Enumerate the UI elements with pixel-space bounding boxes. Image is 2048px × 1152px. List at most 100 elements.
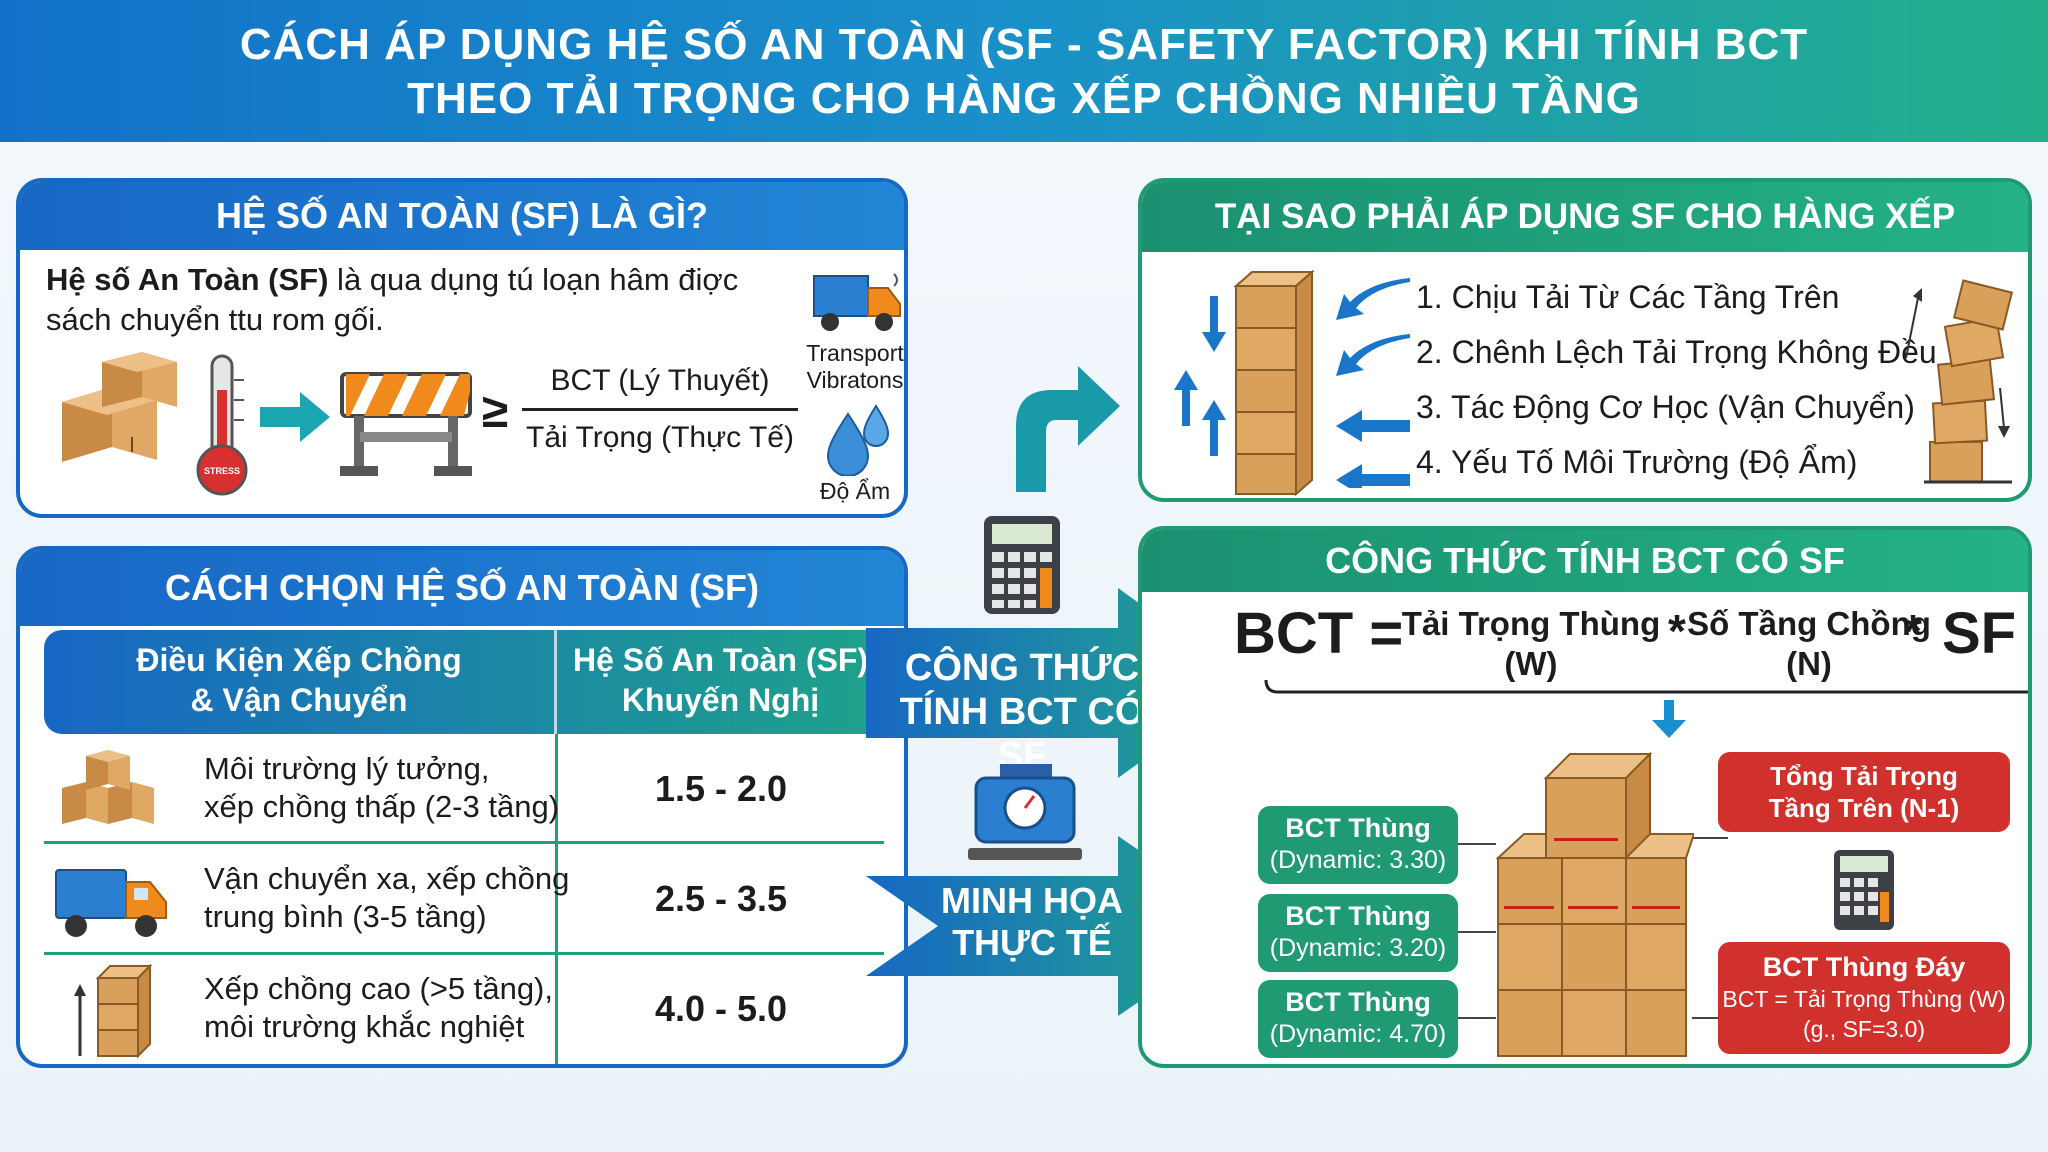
weighing-scale-icon [968, 764, 1082, 860]
term-layers-sub: (N) [1786, 645, 1832, 682]
thermometer-icon [196, 354, 248, 496]
why-item-4: 4. Yếu Tố Môi Trường (Độ Ẩm) [1416, 444, 1858, 480]
formula-times-2: * [1904, 605, 1922, 657]
stress-label: STRESS [203, 466, 240, 476]
formula-arrow-line2: TÍNH BCT CÓ SF [899, 691, 1145, 777]
sf-description-bold: Hệ số An Toàn (SF) [46, 262, 329, 297]
why-item-2: 2. Chênh Lệch Tải Trọng Không Đều [1416, 334, 1937, 370]
bct-label-title: BCT Thùng [1285, 987, 1431, 1017]
formula-sf: SF [1942, 601, 2017, 666]
bct-label: BCT Thùng (Dynamic: 3.20) [1258, 894, 1458, 972]
table-row: Môi trường lý tưởng, xếp chồng thấp (2-3… [44, 734, 884, 842]
term-weight-label: Tải Trọng Thùng [1401, 605, 1661, 642]
illustration-arrow-label: MINH HỌA THỰC TẾ [912, 880, 1152, 964]
table-column-divider [555, 734, 558, 1064]
calculator-icon [1834, 850, 1894, 930]
formula-times-1: * [1668, 605, 1686, 657]
bct-label-sub: (Dynamic: 4.70) [1269, 1020, 1447, 1048]
table-header-col2: Hệ Số An Toàn (SF) Khuyến Nghị [557, 640, 884, 720]
what-is-sf-title: HỆ SỐ AN TOÀN (SF) LÀ GÌ? [20, 182, 904, 250]
formula-term-weight: Tải Trọng Thùng (W) [1396, 604, 1666, 684]
humidity-label: Độ Ẩm [819, 478, 891, 504]
table-header: Điều Kiện Xếp Chồng & Vận Chuyển Hệ Số A… [44, 630, 884, 734]
delivery-truck-icon [55, 869, 167, 937]
header-line-1: CÁCH ÁP DỤNG HỆ SỐ AN TOÀN (SF - SAFETY … [239, 20, 1809, 69]
formula-lhs: BCT = [1234, 601, 1404, 666]
bct-label: BCT Thùng (Dynamic: 4.70) [1258, 980, 1458, 1058]
ge-symbol: ≥ [482, 385, 509, 438]
table-header-col1: Điều Kiện Xếp Chồng & Vận Chuyển [44, 640, 554, 720]
choose-sf-title: CÁCH CHỌN HỆ SỐ AN TOÀN (SF) [20, 550, 904, 626]
row-1-line2: xếp chồng thấp (2-3 tầng) [204, 789, 560, 824]
sf-description-line2: sách chuyển ttu rom gối. [46, 302, 384, 337]
illustration-arrow-line1: MINH HỌA [941, 880, 1123, 921]
bct-label-sub: (Dynamic: 3.30) [1269, 846, 1447, 874]
box-pyramid-illustration [1495, 751, 1694, 1057]
delivery-truck-icon [813, 273, 901, 331]
upper-load-label: Tổng Tải Trọng Tầng Trên (N-1) [1718, 752, 2010, 832]
boxes-pile-icon [62, 750, 154, 824]
barrier-icon [340, 372, 472, 476]
term-layers-label: Số Tầng Chồng [1687, 605, 1931, 642]
table-header-divider [554, 630, 557, 734]
why-sf-list: 1. Chịu Tải Từ Các Tầng Trên 2. Chênh Lệ… [1416, 270, 1937, 490]
bct-label-title: BCT Thùng [1285, 813, 1431, 843]
upper-load-line2: Tầng Trên (N-1) [1768, 793, 1960, 823]
term-weight-sub: (W) [1504, 645, 1558, 682]
fraction-denominator: Tải Trọng (Thực Tế) [526, 421, 794, 454]
tilted-stack-icon [1905, 279, 2014, 484]
sf-fraction: BCT (Lý Thuyết) Tải Trọng (Thực Tế) [522, 360, 798, 459]
fraction-numerator: BCT (Lý Thuyết) [550, 364, 770, 397]
row-sf-value: 2.5 - 3.5 [654, 878, 788, 919]
table-row: Xếp chồng cao (>5 tầng), môi trường khắc… [44, 954, 884, 1062]
bottom-box-title: BCT Thùng Đáy [1762, 952, 1966, 982]
row-condition: Môi trường lý tưởng, xếp chồng thấp (2-3… [204, 750, 559, 826]
bct-label-sub: (Dynamic: 3.20) [1269, 934, 1447, 962]
row-3-line1: Xếp chồng cao (>5 tầng), [204, 971, 553, 1006]
col1-line1: Điều Kiện Xếp Chồng [136, 642, 462, 678]
connector-lines [1458, 837, 1728, 1019]
row-sf-value: 1.5 - 2.0 [654, 768, 788, 809]
why-item-3: 3. Tác Động Cơ Học (Vận Chuyển) [1416, 389, 1915, 425]
header-line-2: THEO TẢI TRỌNG CHO HÀNG XẾP CHỒNG NHIỀU … [407, 74, 1641, 123]
row-divider [44, 952, 884, 955]
calculator-icon [984, 516, 1060, 614]
what-is-sf-panel: HỆ SỐ AN TOÀN (SF) LÀ GÌ? Hệ số An Toàn … [16, 178, 908, 518]
water-drops-icon [826, 404, 890, 476]
fraction-bar [522, 408, 798, 411]
why-item-1: 1. Chịu Tải Từ Các Tầng Trên [1416, 279, 1840, 315]
row-divider [44, 841, 884, 844]
col2-line2: Khuyến Nghị [621, 682, 820, 718]
why-sf-title: TẠI SAO PHẢI ÁP DỤNG SF CHO HÀNG XẾP CHỒ… [1142, 182, 2028, 306]
row-3-line2: môi trường khắc nghiệt [204, 1009, 525, 1044]
choose-sf-panel: CÁCH CHỌN HỆ SỐ AN TOÀN (SF) Điều Kiện X… [16, 546, 908, 1068]
why-sf-panel: TẠI SAO PHẢI ÁP DỤNG SF CHO HÀNG XẾP CHỒ… [1138, 178, 2032, 502]
formula-panel: CÔNG THỨC TÍNH BCT CÓ SF BCT = Tải Trọng… [1138, 526, 2032, 1068]
curved-arrow-icon [1016, 366, 1120, 492]
boxes-icon [62, 352, 177, 462]
table-row: Vận chuyển xa, xếp chồng trung bình (3-5… [44, 844, 884, 952]
arrow-right-icon [260, 392, 330, 442]
transport-label-1: Transport [806, 340, 904, 366]
bottom-box-line2: (g., SF=3.0) [1802, 1016, 1926, 1042]
row-sf-value: 4.0 - 5.0 [654, 988, 788, 1029]
upper-load-line1: Tổng Tải Trọng [1770, 761, 1958, 791]
col1-line2: & Vận Chuyển [190, 682, 408, 718]
load-arrows-icon [1336, 278, 1410, 488]
col2-line1: Hệ Số An Toàn (SF) [572, 642, 869, 678]
tall-stack-icon [74, 963, 153, 1059]
row-1-line1: Môi trường lý tưởng, [204, 751, 490, 786]
transport-label: Transport Vibratons [790, 340, 904, 394]
bottom-box-label: BCT Thùng Đáy BCT = Tải Trọng Thùng (W) … [1718, 942, 2010, 1054]
formula-brace [1264, 679, 2028, 738]
box-stack-icon [1174, 269, 1315, 497]
transport-label-2: Vibratons [806, 367, 904, 393]
bct-label-title: BCT Thùng [1285, 901, 1431, 931]
formula-title: CÔNG THỨC TÍNH BCT CÓ SF [1142, 530, 2028, 592]
formula-term-layers: Số Tầng Chồng (N) [1674, 604, 1944, 684]
bct-label: BCT Thùng (Dynamic: 3.30) [1258, 806, 1458, 884]
illustration-arrow-line2: THỰC TẾ [952, 922, 1112, 963]
row-condition: Vận chuyển xa, xếp chồng trung bình (3-5… [204, 860, 569, 936]
page-header: CÁCH ÁP DỤNG HỆ SỐ AN TOÀN (SF - SAFETY … [0, 0, 2048, 142]
row-condition: Xếp chồng cao (>5 tầng), môi trường khắc… [204, 970, 553, 1046]
